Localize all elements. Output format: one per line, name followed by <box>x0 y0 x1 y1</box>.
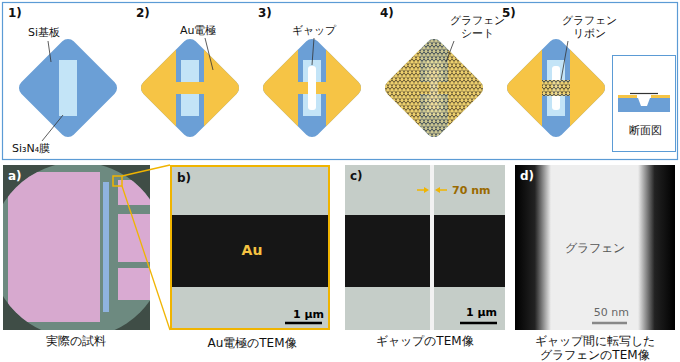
zoom-line <box>122 165 170 176</box>
part-label: Si₃N₄膜 <box>12 142 50 155</box>
panel-letter: d) <box>520 169 534 183</box>
step-number: 1) <box>8 6 22 20</box>
material-label: Au <box>242 242 263 258</box>
scale-label: 1 µm <box>466 306 497 319</box>
part-label: ギャップ <box>292 24 336 37</box>
step-number: 3) <box>258 6 272 20</box>
scale-label: 1 µm <box>293 308 324 321</box>
panel-letter: c) <box>350 169 363 183</box>
panel-letter: b) <box>177 171 191 185</box>
step-number: 5) <box>502 6 516 20</box>
part-label: Si基板 <box>28 26 60 39</box>
step-number: 4) <box>380 6 394 20</box>
part-label: Au電極 <box>180 24 217 37</box>
zoom-line <box>122 186 170 330</box>
panel-letter: a) <box>8 169 22 183</box>
image-caption: Au電極のTEM像 <box>207 336 296 350</box>
cross-section-box: 断面図 <box>612 55 676 152</box>
dimension-label: 70 nm <box>452 184 490 197</box>
step-number: 2) <box>136 6 150 20</box>
part-label: グラフェン リボン <box>562 14 617 40</box>
sample-photo: a)実際の試料 <box>3 165 150 330</box>
material-label: グラフェン <box>565 241 625 255</box>
tem-image: c)70 nm1 µmギャップのTEM像 <box>345 165 505 330</box>
cross-section-caption: 断面図 <box>629 124 662 137</box>
tem-image: d)グラフェン50 nmギャップ間に転写した グラフェンのTEM像 <box>515 165 675 330</box>
image-caption: ギャップ間に転写した グラフェンのTEM像 <box>535 334 655 362</box>
part-label: グラフェン シート <box>450 14 505 40</box>
image-caption: 実際の試料 <box>46 334 106 348</box>
tem-image: b)Au1 µmAu電極のTEM像 <box>170 165 330 330</box>
image-caption: ギャップのTEM像 <box>376 334 473 348</box>
scale-label: 50 nm <box>594 306 629 319</box>
